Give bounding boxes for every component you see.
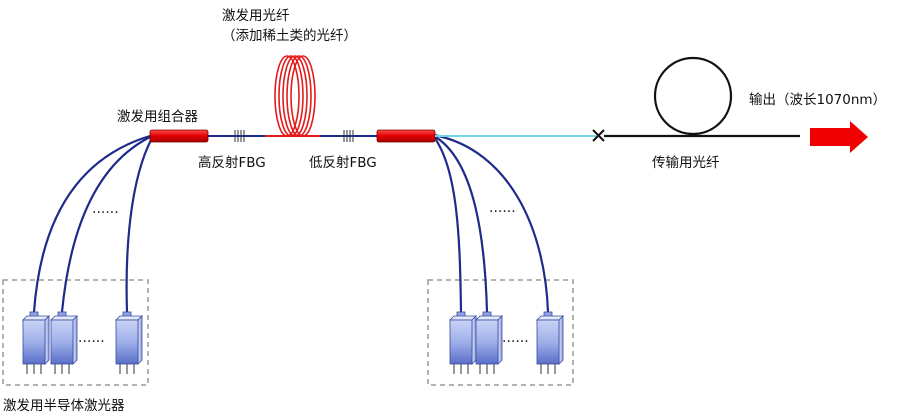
right-pump-fibers [433, 133, 550, 313]
doped-fiber-label: 激发用光纤 [222, 8, 290, 24]
pump-fiber-ellipsis-left: ...... [92, 201, 119, 217]
output-label: 输出（波长1070nm） [749, 92, 886, 108]
left-pump-combiner [149, 129, 209, 143]
right-pump-combiner [376, 129, 436, 143]
laser-diode-icon [536, 311, 564, 375]
left-pump-fibers [32, 134, 153, 313]
splice-x-icon [592, 129, 605, 142]
transmission-fiber-label: 传输用光纤 [652, 155, 720, 171]
doped-fiber-note-label: （添加稀土类的光纤） [222, 28, 357, 44]
left-laser-group-box [2, 279, 149, 386]
laser-diode-icon [115, 311, 143, 375]
transmission-fiber-loop [653, 56, 733, 136]
fbg-grating-icon [234, 130, 245, 142]
laser-ellipsis-left: ...... [78, 330, 105, 346]
high-fbg-label: 高反射FBG [198, 154, 266, 171]
right-laser-group-box [427, 279, 574, 386]
pump-lasers-label: 激发用半导体激光器 [3, 398, 125, 414]
output-arrow-icon [810, 121, 868, 153]
pump-fiber-ellipsis-right: ...... [489, 200, 516, 216]
laser-diode-icon [50, 311, 78, 375]
laser-diode-icon [22, 311, 50, 375]
laser-diode-icon [475, 311, 503, 375]
fbg-grating-icon [343, 130, 354, 142]
laser-diode-icon [449, 311, 477, 375]
laser-ellipsis-right: ...... [502, 330, 529, 346]
fiber-coil-icon [274, 55, 316, 137]
pump-combiner-label: 激发用组合器 [117, 109, 198, 125]
low-fbg-label: 低反射FBG [309, 155, 377, 171]
